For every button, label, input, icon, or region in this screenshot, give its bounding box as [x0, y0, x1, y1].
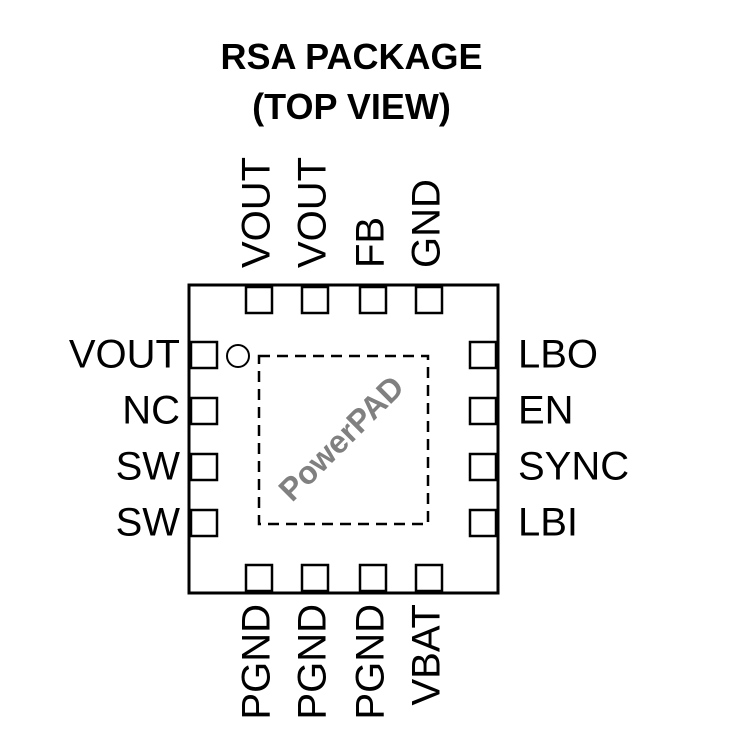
package-outline [187, 283, 500, 595]
pin-pad-left-3 [189, 452, 219, 482]
pin-label-left-3: SW [116, 445, 181, 489]
pin-pad-bottom-2 [300, 563, 330, 593]
pin-label-top-3: FB [349, 217, 393, 268]
pin-label-top-1: VOUT [235, 157, 279, 268]
pin-label-top-2: VOUT [291, 157, 335, 268]
pin-label-bottom-1: PGND [235, 604, 279, 720]
pin-pad-left-2 [189, 396, 219, 426]
pin-pad-bottom-1 [244, 563, 274, 593]
pin-label-right-3: SYNC [518, 445, 629, 489]
pin-pad-top-1 [244, 285, 274, 315]
pin-label-bottom-4: VBAT [405, 604, 449, 706]
pin-pad-left-1 [189, 340, 219, 370]
thermal-pad-label: PowerPAD [271, 368, 410, 507]
pin-label-bottom-3: PGND [349, 604, 393, 720]
pin-label-top-4: GND [405, 179, 449, 268]
pin-layer: VOUT VOUT FB GND PGND PGND PGND VBAT VOUT NC SW SW L… [69, 157, 629, 720]
pin-pad-top-2 [300, 285, 330, 315]
pin-label-left-1: VOUT [69, 333, 180, 377]
diagram-title-line1: RSA PACKAGE [220, 36, 483, 77]
diagram-title-line2: (TOP VIEW) [252, 86, 451, 127]
pin-label-right-2: EN [518, 389, 574, 433]
pin-label-bottom-2: PGND [291, 604, 335, 720]
pin-label-left-4: SW [116, 501, 181, 545]
pin-pad-top-3 [358, 285, 388, 315]
pin-pad-bottom-3 [358, 563, 388, 593]
pin-label-right-1: LBO [518, 333, 598, 377]
pin-label-left-2: NC [122, 389, 180, 433]
pin1-indicator [226, 344, 250, 368]
pin-pad-right-3 [468, 452, 498, 482]
pin-pad-right-1 [468, 340, 498, 370]
pin-pad-right-2 [468, 396, 498, 426]
pin-pad-right-4 [468, 508, 498, 538]
pin-pad-top-4 [414, 285, 444, 315]
thermal-pad-outline [257, 354, 430, 526]
pin-pad-bottom-4 [414, 563, 444, 593]
pin-label-right-4: LBI [518, 501, 578, 545]
pin-pad-left-4 [189, 508, 219, 538]
